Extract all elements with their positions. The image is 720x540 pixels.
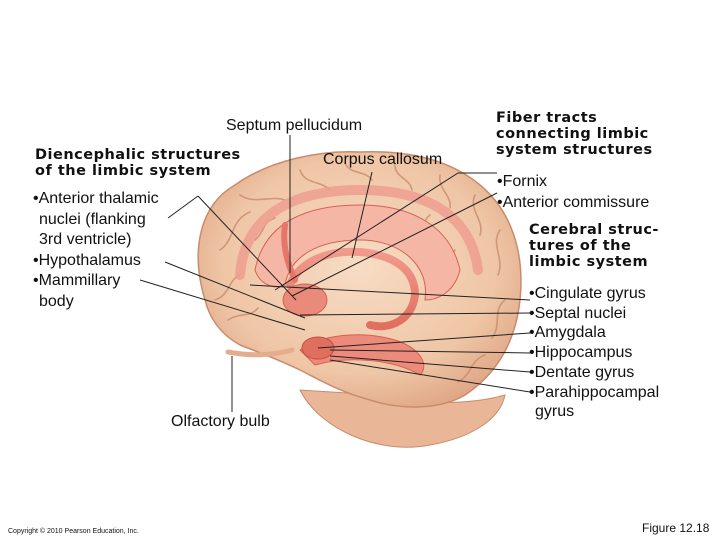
list-item: •Parahippocampal <box>529 383 660 401</box>
cingulate-gyrus-shape <box>235 184 483 280</box>
fornix-shape <box>286 247 420 331</box>
list-item: •Fornix <box>497 173 548 190</box>
corpus-callosum-shape <box>254 204 461 301</box>
list-item: •Mammillary <box>33 272 121 289</box>
fiber-tracts-heading-line2: connecting limbic <box>496 126 649 142</box>
thalamus-shape <box>282 283 328 317</box>
diencephalic-heading-line2: of the limbic system <box>35 163 212 179</box>
diencephalic-heading-line1: Diencephalic structures <box>35 147 241 163</box>
cerebral-heading: Cerebral struc- tures of the limbic syst… <box>529 222 659 270</box>
list-item: •Anterior thalamic <box>33 190 159 207</box>
cerebral-heading-line3: limbic system <box>529 254 649 270</box>
figure-number: Figure 12.18 <box>642 521 710 535</box>
fiber-tracts-heading-line3: system structures <box>496 142 653 158</box>
diencephalic-heading: Diencephalic structures of the limbic sy… <box>35 147 241 179</box>
list-item: •Cingulate gyrus <box>529 285 646 302</box>
list-item: •Amygdala <box>529 324 606 342</box>
cerebral-list: •Cingulate gyrus •Septal nuclei •Amygdal… <box>529 284 659 422</box>
list-item: •Septal nuclei <box>529 304 627 322</box>
cerebral-heading-line2: tures of the <box>529 238 632 254</box>
list-item: •Dentate gyrus <box>529 363 635 381</box>
list-item: •Anterior commissure <box>497 193 650 211</box>
septum-shape <box>281 222 298 283</box>
list-item: body <box>39 292 74 310</box>
list-item: •Hippocampus <box>529 344 633 362</box>
list-item: 3rd ventricle) <box>39 231 132 248</box>
copyright-text: Copyright © 2010 Pearson Education, Inc. <box>8 528 139 535</box>
hemisphere-outline <box>197 151 522 408</box>
list-item: nuclei (flanking <box>39 210 146 228</box>
septum-pellucidum-label: Septum pellucidum <box>226 117 363 134</box>
leader-lines <box>139 135 531 412</box>
corpus-callosum-label: Corpus callosum <box>323 151 443 168</box>
list-item: gyrus <box>535 403 575 421</box>
diencephalic-list: •Anterior thalamic nuclei (flanking 3rd … <box>33 189 159 312</box>
fiber-tracts-list: •Fornix •Anterior commissure <box>497 172 649 213</box>
list-item: •Hypothalamus <box>33 251 141 269</box>
fiber-tracts-heading: Fiber tracts connecting limbic system st… <box>496 110 653 158</box>
cerebral-heading-line1: Cerebral struc- <box>529 222 659 238</box>
olfactory-shape <box>225 347 295 358</box>
olfactory-bulb-label: Olfactory bulb <box>171 413 270 430</box>
fiber-tracts-heading-line1: Fiber tracts <box>496 110 598 126</box>
